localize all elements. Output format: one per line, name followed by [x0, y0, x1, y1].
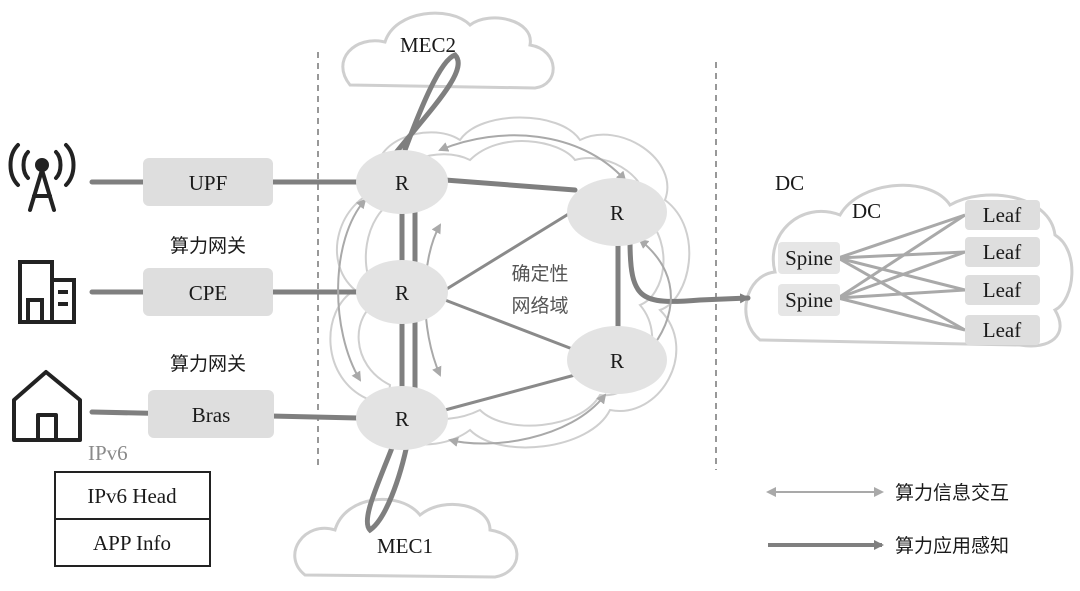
svg-text:Leaf: Leaf — [983, 240, 1021, 264]
leaf-node: Leaf — [965, 237, 1040, 267]
svg-text:R: R — [395, 281, 409, 305]
upf-label: UPF — [189, 171, 228, 195]
dc-outer-label: DC — [775, 171, 804, 195]
bras-node: Bras — [148, 390, 274, 438]
mec2-label: MEC2 — [400, 33, 456, 57]
upf-node: UPF — [143, 158, 273, 206]
building-icon — [18, 260, 76, 324]
legend-single-arrow-label: 算力应用感知 — [895, 535, 1009, 557]
spine-node: Spine — [778, 284, 840, 316]
house-icon — [12, 370, 82, 442]
legend: 算力信息交互 算力应用感知 — [766, 482, 1009, 557]
ipv6-packet: IPv6 Head APP Info — [54, 471, 211, 567]
svg-text:Spine: Spine — [785, 246, 833, 270]
svg-text:Leaf: Leaf — [983, 203, 1021, 227]
svg-text:R: R — [395, 171, 409, 195]
svg-text:R: R — [610, 201, 624, 225]
legend-double-arrow-label: 算力信息交互 — [895, 482, 1009, 504]
bras-caption: 算力网关 — [170, 353, 246, 375]
mec1-cloud — [293, 497, 519, 579]
router-node: R — [356, 386, 448, 450]
cpe-caption: 算力网关 — [170, 235, 246, 257]
leaf-node: Leaf — [965, 315, 1040, 345]
leaf-node: Leaf — [965, 200, 1040, 230]
domain-label-line1: 确定性 — [511, 263, 568, 285]
svg-text:Leaf: Leaf — [983, 318, 1021, 342]
dc-inner-label: DC — [852, 199, 881, 223]
spine-node: Spine — [778, 242, 840, 274]
svg-text:Spine: Spine — [785, 288, 833, 312]
router-node: R — [356, 260, 448, 324]
mec1-label: MEC1 — [377, 534, 433, 558]
svg-text:R: R — [610, 349, 624, 373]
router-node: R — [567, 326, 667, 394]
cpe-node: CPE — [143, 268, 273, 316]
cpe-label: CPE — [189, 281, 228, 305]
svg-text:R: R — [395, 407, 409, 431]
leaf-node: Leaf — [965, 275, 1040, 305]
domain-label-line2: 网络域 — [511, 295, 568, 317]
cell-tower-icon — [8, 143, 76, 212]
mec2-cloud — [341, 11, 555, 90]
ipv6-label: IPv6 — [88, 441, 128, 465]
router-node: R — [356, 150, 448, 214]
svg-text:Leaf: Leaf — [983, 278, 1021, 302]
bras-label: Bras — [192, 403, 231, 427]
packet-payload: APP Info — [93, 531, 171, 555]
packet-header: IPv6 Head — [87, 484, 177, 508]
router-node: R — [567, 178, 667, 246]
